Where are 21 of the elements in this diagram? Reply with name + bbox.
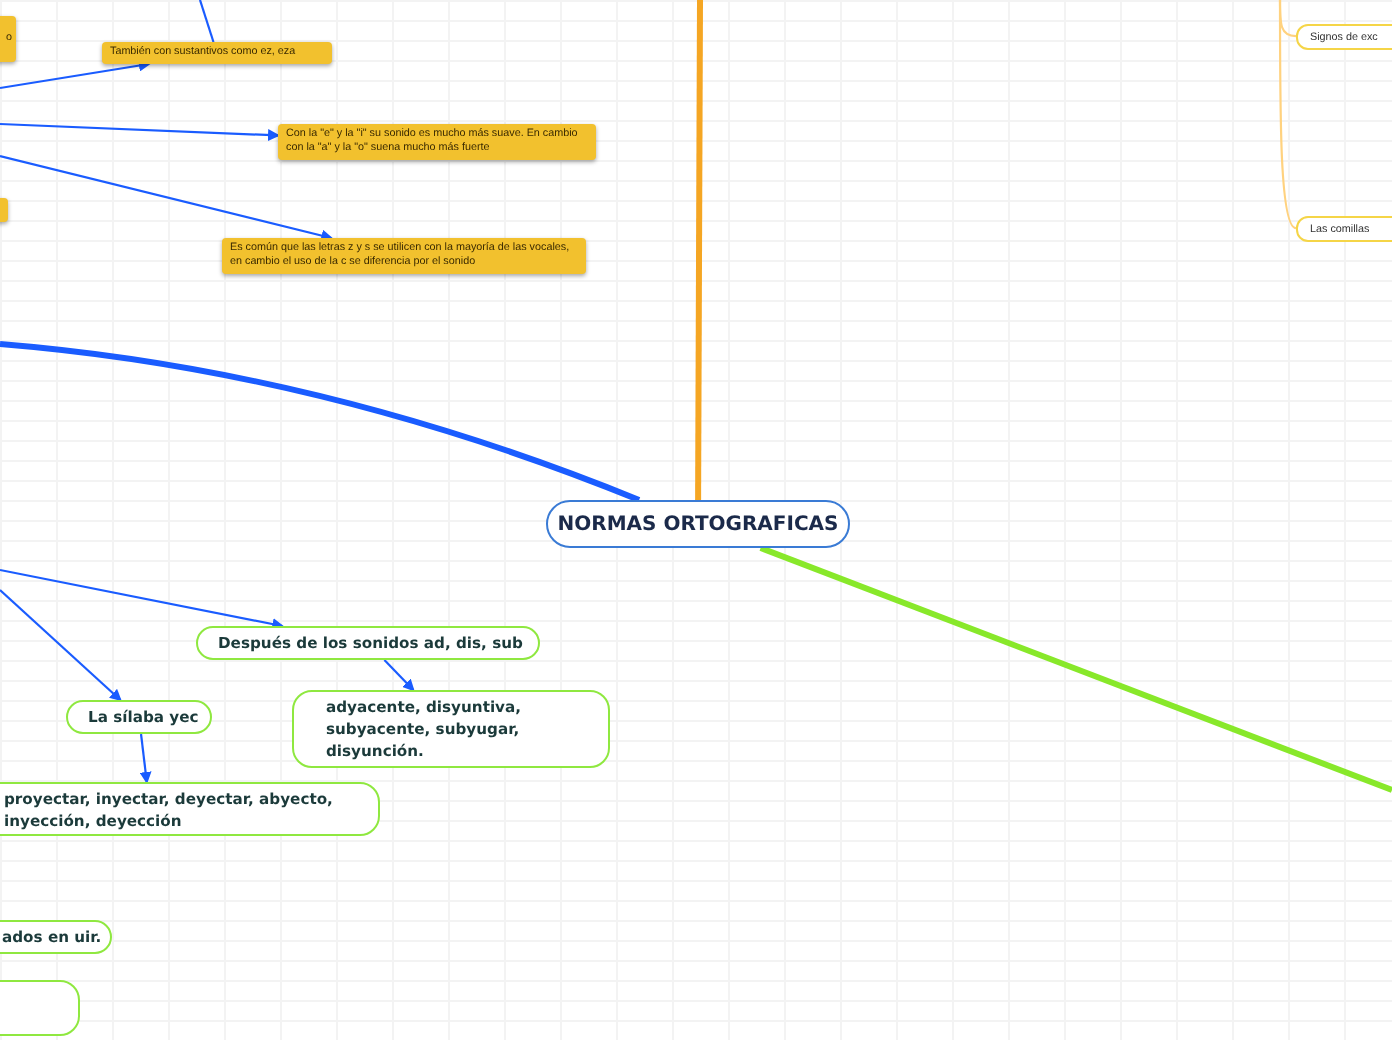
branch-line xyxy=(1278,0,1297,230)
central-topic xyxy=(546,500,850,548)
subtopic-box xyxy=(0,782,380,836)
topic-box xyxy=(102,42,332,64)
arrow xyxy=(383,659,415,692)
arrow xyxy=(0,122,280,142)
topic-box xyxy=(278,124,596,160)
arrow xyxy=(0,589,122,702)
arrow xyxy=(139,733,152,784)
arrow xyxy=(0,154,334,242)
branch-line xyxy=(695,0,703,500)
branch-line xyxy=(198,0,215,43)
arrow xyxy=(0,59,151,90)
branch-line xyxy=(759,545,1392,793)
subtopic-box xyxy=(66,700,212,734)
arrow xyxy=(0,568,285,630)
branch-line xyxy=(0,341,641,503)
subtopic-box xyxy=(196,626,540,660)
subtopic-box xyxy=(292,690,610,768)
topic-box xyxy=(222,238,586,274)
topic-text: NORMAS ORTOGRAFICAS xyxy=(557,513,839,535)
